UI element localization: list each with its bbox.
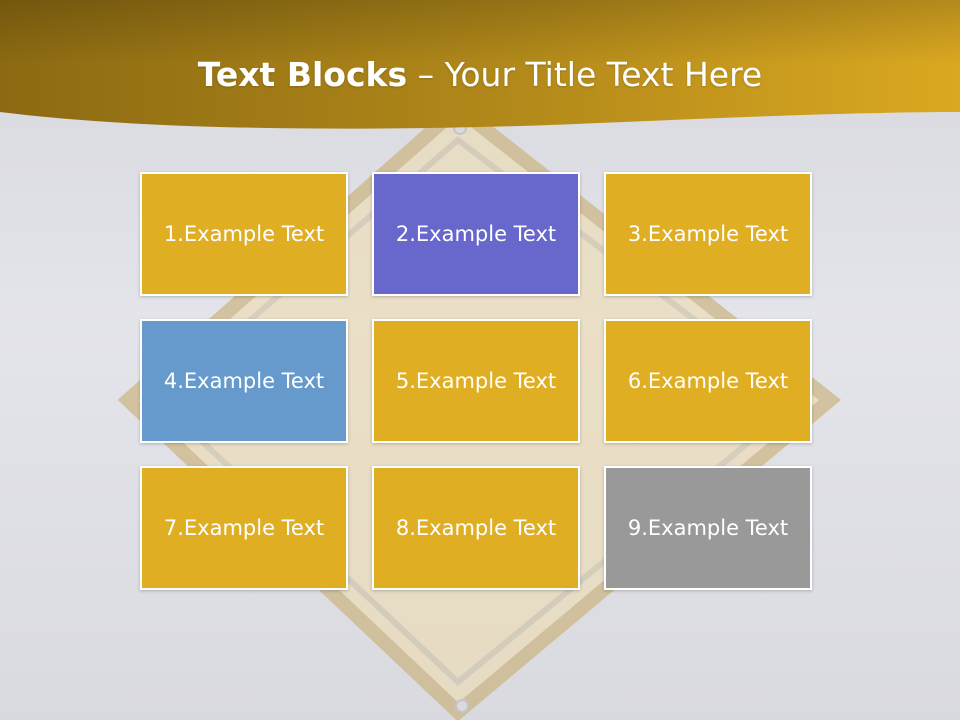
text-block-6[interactable]: 6.Example Text bbox=[604, 319, 812, 443]
text-block-5[interactable]: 5.Example Text bbox=[372, 319, 580, 443]
title-rest: – Your Title Text Here bbox=[407, 55, 763, 94]
text-block-7[interactable]: 7.Example Text bbox=[140, 466, 348, 590]
text-block-2[interactable]: 2.Example Text bbox=[372, 172, 580, 296]
text-block-9[interactable]: 9.Example Text bbox=[604, 466, 812, 590]
header-band bbox=[0, 0, 960, 129]
text-block-4[interactable]: 4.Example Text bbox=[140, 319, 348, 443]
text-block-3[interactable]: 3.Example Text bbox=[604, 172, 812, 296]
text-block-8[interactable]: 8.Example Text bbox=[372, 466, 580, 590]
bolt-icon bbox=[455, 699, 469, 713]
text-block-1[interactable]: 1.Example Text bbox=[140, 172, 348, 296]
slide-title: Text Blocks – Your Title Text Here bbox=[0, 54, 960, 96]
title-bold: Text Blocks bbox=[197, 55, 408, 94]
